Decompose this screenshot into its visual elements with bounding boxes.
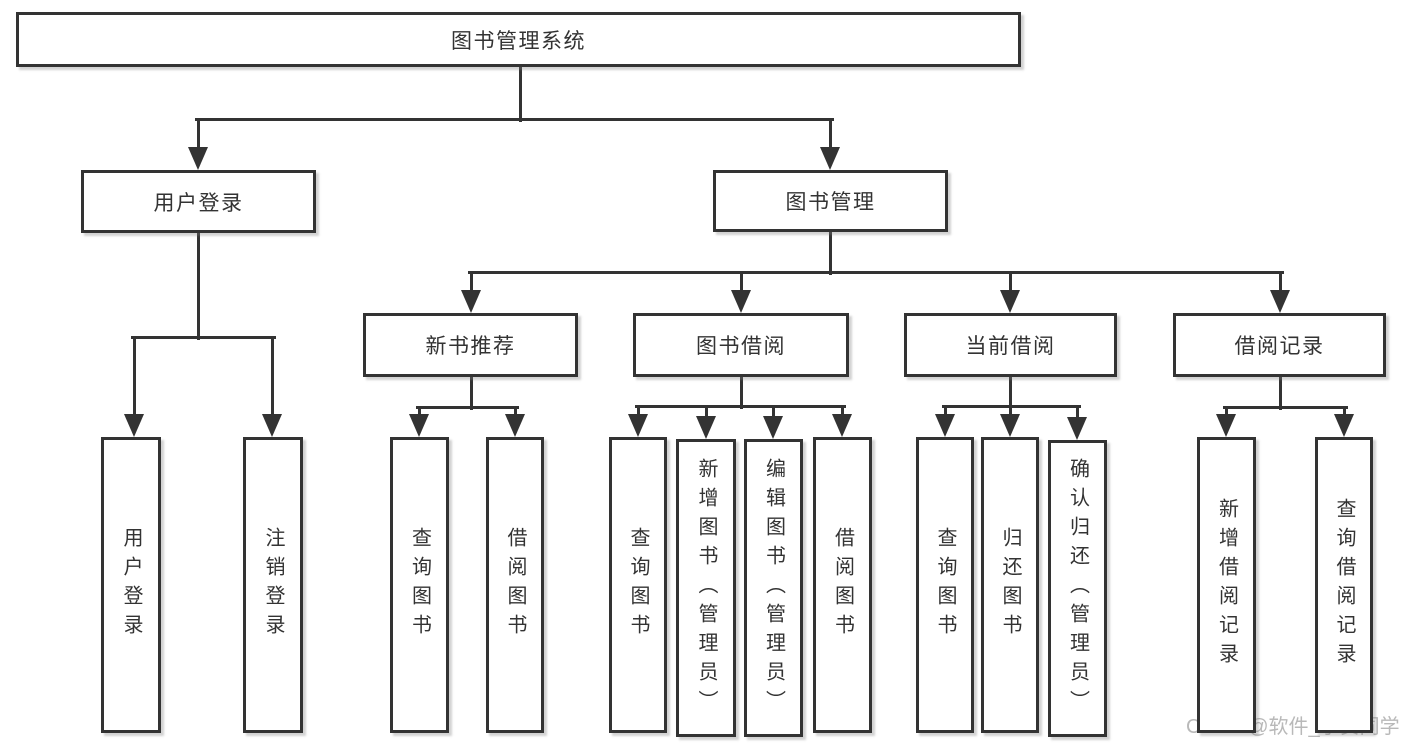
- connector-line: [1008, 376, 1012, 409]
- arrowhead-down-icon: [696, 416, 716, 439]
- arrowhead-down-icon: [1000, 414, 1020, 437]
- node-label: 新增图书（管理员）: [695, 457, 717, 719]
- connector-line: [132, 337, 136, 421]
- arrowhead-down-icon: [461, 290, 481, 313]
- node-leaf-add-record: 新增借阅记录: [1197, 437, 1256, 733]
- node-leaf-user-login: 用户登录: [101, 437, 161, 733]
- node-label: 图书借阅: [696, 335, 786, 358]
- node-label: 借阅图书: [504, 527, 526, 643]
- connector-line: [943, 406, 947, 421]
- node-root: 图书管理系统: [16, 12, 1021, 67]
- connector-line: [469, 376, 473, 410]
- node-leaf-borrow-book-1: 借阅图书: [486, 437, 544, 733]
- node-label: 用户登录: [153, 191, 244, 215]
- connector-line: [771, 406, 775, 423]
- connector-line: [270, 337, 274, 421]
- node-label: 图书管理: [785, 191, 876, 214]
- arrowhead-down-icon: [1216, 414, 1236, 437]
- node-book-manage: 图书管理: [713, 170, 948, 232]
- node-label: 借阅图书: [831, 527, 854, 643]
- connector-line: [1222, 405, 1348, 409]
- node-label: 图书管理系统: [451, 29, 586, 53]
- connector-line: [467, 270, 1284, 274]
- node-label: 当前借阅: [965, 335, 1056, 358]
- arrowhead-down-icon: [188, 147, 208, 170]
- node-new-book-recommend: 新书推荐: [363, 313, 578, 377]
- node-leaf-query-record: 查询借阅记录: [1315, 437, 1373, 733]
- connector-line: [1278, 376, 1282, 410]
- node-borrow-record: 借阅记录: [1173, 313, 1386, 377]
- connector-line: [1008, 272, 1012, 297]
- node-label: 新书推荐: [425, 335, 516, 358]
- connector-line: [739, 376, 743, 409]
- connector-line: [828, 119, 832, 154]
- connector-line: [196, 119, 200, 154]
- node-leaf-confirm-return: 确认归还（管理员）: [1048, 440, 1107, 737]
- arrowhead-down-icon: [262, 414, 282, 437]
- node-label: 查询图书: [408, 527, 431, 643]
- connector-line: [415, 405, 519, 409]
- connector-line: [636, 406, 640, 421]
- node-leaf-borrow-book-2: 借阅图书: [813, 437, 872, 733]
- node-leaf-add-book: 新增图书（管理员）: [676, 439, 736, 737]
- connector-line: [518, 66, 522, 122]
- arrowhead-down-icon: [820, 147, 840, 170]
- node-label: 编辑图书（管理员）: [762, 457, 785, 719]
- node-leaf-return-book: 归还图书: [981, 437, 1039, 733]
- connector-line: [1008, 406, 1012, 421]
- node-label: 归还图书: [999, 527, 1021, 643]
- node-label: 借阅记录: [1234, 335, 1325, 358]
- arrowhead-down-icon: [1334, 414, 1354, 437]
- connector-line: [194, 117, 834, 121]
- node-leaf-query-book-2: 查询图书: [609, 437, 667, 733]
- node-leaf-edit-book: 编辑图书（管理员）: [744, 439, 803, 737]
- node-user-login: 用户登录: [81, 170, 316, 233]
- node-label: 确认归还（管理员）: [1066, 458, 1089, 719]
- node-leaf-logout: 注销登录: [243, 437, 303, 733]
- arrowhead-down-icon: [731, 290, 751, 313]
- connector-line: [1278, 272, 1282, 297]
- node-leaf-query-book-1: 查询图书: [390, 437, 449, 733]
- arrowhead-down-icon: [935, 414, 955, 437]
- node-current-borrow: 当前借阅: [904, 313, 1117, 377]
- connector-line: [840, 406, 844, 421]
- node-label: 查询借阅记录: [1333, 498, 1355, 672]
- arrowhead-down-icon: [763, 416, 783, 439]
- arrowhead-down-icon: [628, 414, 648, 437]
- arrowhead-down-icon: [1000, 290, 1020, 313]
- node-label: 查询图书: [934, 527, 956, 643]
- arrowhead-down-icon: [505, 414, 525, 437]
- arrowhead-down-icon: [409, 414, 429, 437]
- node-label: 注销登录: [262, 527, 284, 643]
- connector-line: [739, 272, 743, 297]
- node-book-borrow: 图书借阅: [633, 313, 849, 377]
- connector-line: [469, 272, 473, 297]
- connector-line: [1075, 406, 1079, 424]
- arrowhead-down-icon: [832, 414, 852, 437]
- node-label: 查询图书: [627, 527, 649, 643]
- arrowhead-down-icon: [124, 414, 144, 437]
- connector-line: [828, 231, 832, 275]
- node-leaf-query-book-3: 查询图书: [916, 437, 974, 733]
- connector-line: [196, 232, 200, 340]
- connector-line: [704, 406, 708, 423]
- arrowhead-down-icon: [1270, 290, 1290, 313]
- connector-line: [634, 404, 846, 408]
- node-label: 新增借阅记录: [1215, 498, 1238, 672]
- arrowhead-down-icon: [1067, 417, 1087, 440]
- node-label: 用户登录: [120, 527, 142, 643]
- connector-line: [130, 335, 276, 339]
